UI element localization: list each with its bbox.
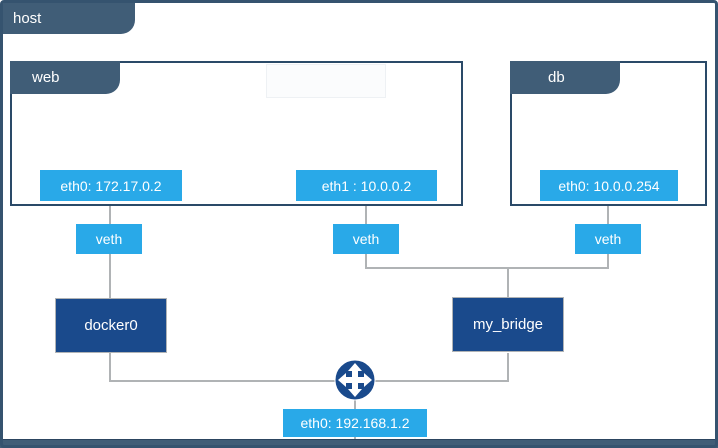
bridge-docker0-label: docker0 — [84, 317, 138, 334]
connector-db-eth0-to-veth — [607, 198, 609, 228]
bridge-docker0: docker0 — [55, 298, 167, 353]
host-footer-bar — [0, 439, 718, 448]
router-icon-svg — [334, 359, 376, 401]
container-db-tab: db — [510, 61, 620, 94]
bridge-my-bridge-label: my_bridge — [472, 316, 544, 333]
veth-db-my-bridge: veth — [575, 224, 641, 254]
veth-docker0: veth — [76, 224, 142, 254]
connector-down-to-my-bridge — [507, 267, 509, 297]
connector-veth-to-docker0 — [109, 254, 111, 300]
container-db-label: db — [548, 69, 565, 86]
connector-docker0-down — [109, 353, 111, 382]
connector-veth3-down — [607, 254, 609, 269]
host-label: host — [13, 10, 42, 27]
db-eth0-interface: eth0: 10.0.0.254 — [540, 170, 678, 201]
web-eth0-label: eth0: 172.17.0.2 — [60, 177, 162, 194]
ghost-placeholder-box — [266, 64, 386, 98]
web-eth1-label: eth1 : 10.0.0.2 — [321, 177, 412, 194]
veth-label: veth — [352, 231, 380, 247]
connector-bridges-to-router — [109, 380, 509, 382]
container-web-label: web — [32, 69, 60, 86]
web-eth0-interface: eth0: 172.17.0.2 — [40, 170, 182, 201]
connector-veths-horizontal — [365, 267, 609, 269]
host-eth0-label: eth0: 192.168.1.2 — [300, 415, 410, 431]
veth-label: veth — [594, 231, 622, 247]
router-icon — [334, 359, 376, 401]
web-eth1-interface: eth1 : 10.0.0.2 — [296, 170, 437, 201]
veth-label: veth — [95, 231, 123, 247]
host-tab: host — [3, 3, 135, 34]
veth-web-my-bridge: veth — [333, 224, 399, 254]
container-web-tab: web — [10, 61, 120, 94]
db-eth0-label: eth0: 10.0.0.254 — [558, 177, 660, 194]
host-eth0-interface: eth0: 192.168.1.2 — [283, 409, 427, 437]
connector-my-bridge-down — [507, 353, 509, 382]
bridge-my-bridge: my_bridge — [452, 297, 564, 352]
connector-web-eth0-to-veth — [109, 198, 111, 228]
connector-web-eth1-to-veth — [365, 198, 367, 228]
connector-veth2-down — [365, 254, 367, 269]
